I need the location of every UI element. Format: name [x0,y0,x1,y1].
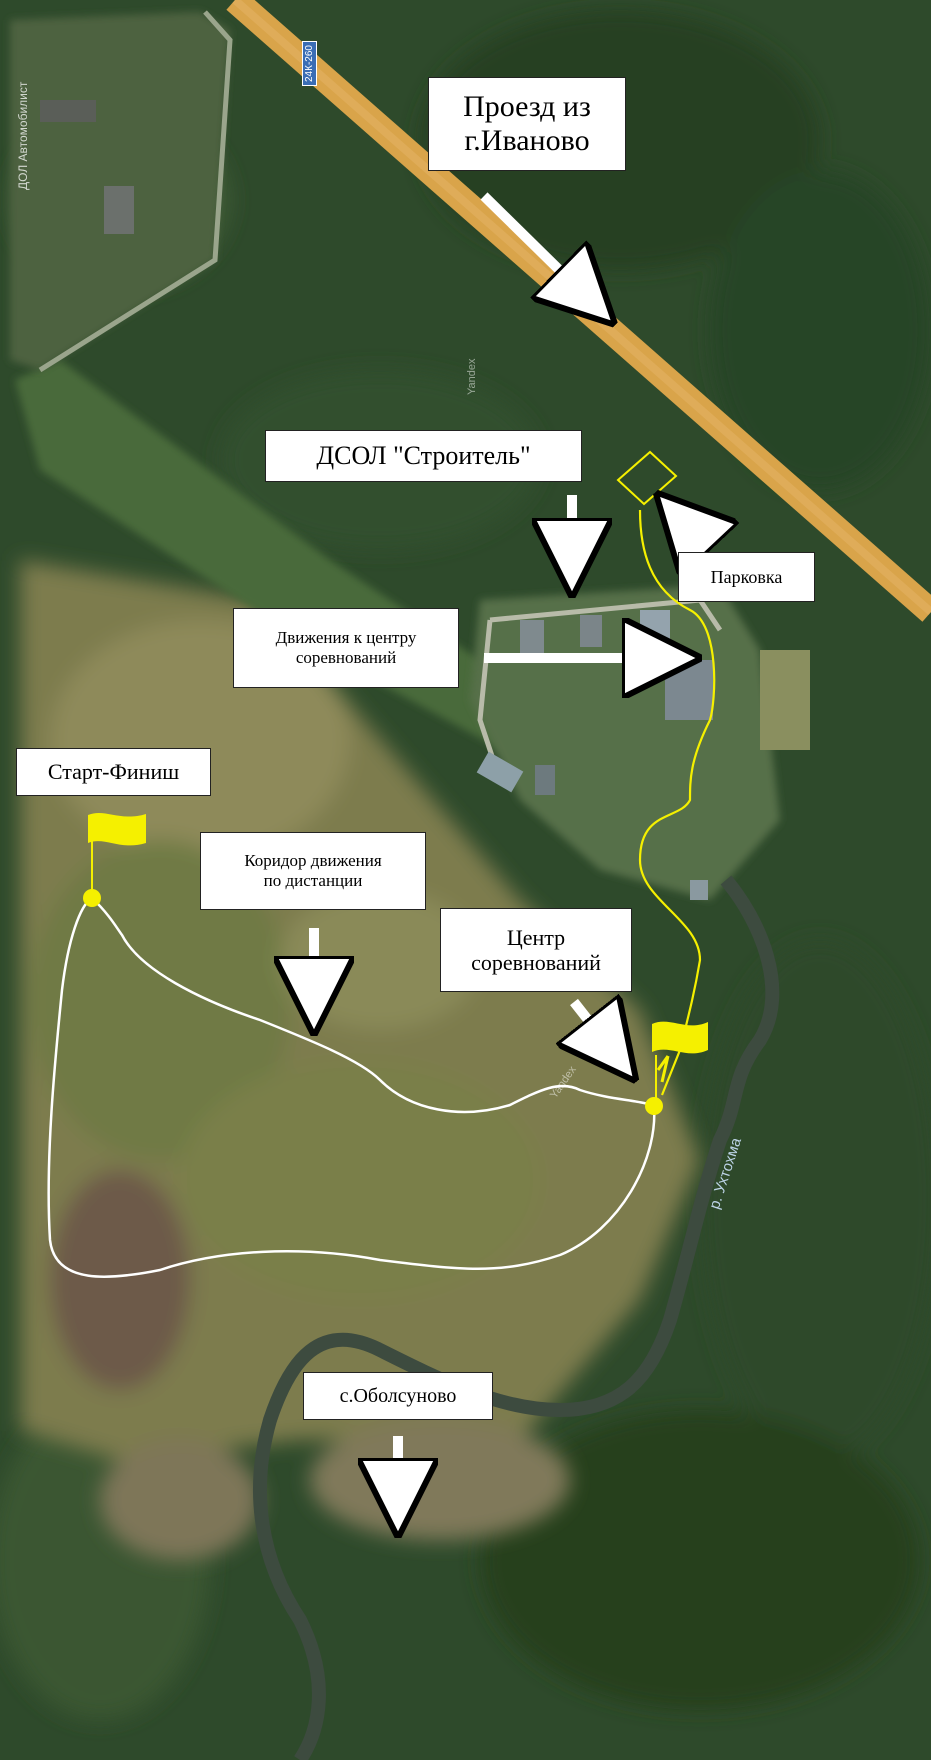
arrows [314,192,706,1508]
label-to-center: Движения к центру соревнований [233,608,459,688]
label-village: с.Оболсуново [303,1372,493,1420]
yandex-watermark-1: Yandex [466,358,478,396]
arrow-to-parking [676,514,706,546]
meadow-area [20,560,700,1560]
dol-name-label: ДОЛ Автомобилист [16,81,30,190]
road-code-badge: 24К-260 [302,41,317,86]
river [253,875,780,1760]
start-finish-flag-icon [83,812,146,907]
dol-camp-clearing [10,10,233,373]
route-to-center [638,509,716,1096]
arrow-to-center [574,1002,618,1058]
label-corridor: Коридор движения по дистанции [200,832,426,910]
center-flag-icon [645,1021,708,1115]
parking-area [616,450,678,506]
label-from-ivanovo: Проезд из г.Иваново [428,77,626,171]
label-camp: ДСОЛ "Строитель" [265,430,582,482]
arrow-from-ivanovo [480,192,594,304]
label-parking: Парковка [678,552,815,602]
label-center: Центр соревнований [440,908,632,992]
label-start-finish: Старт-Финиш [16,748,211,796]
